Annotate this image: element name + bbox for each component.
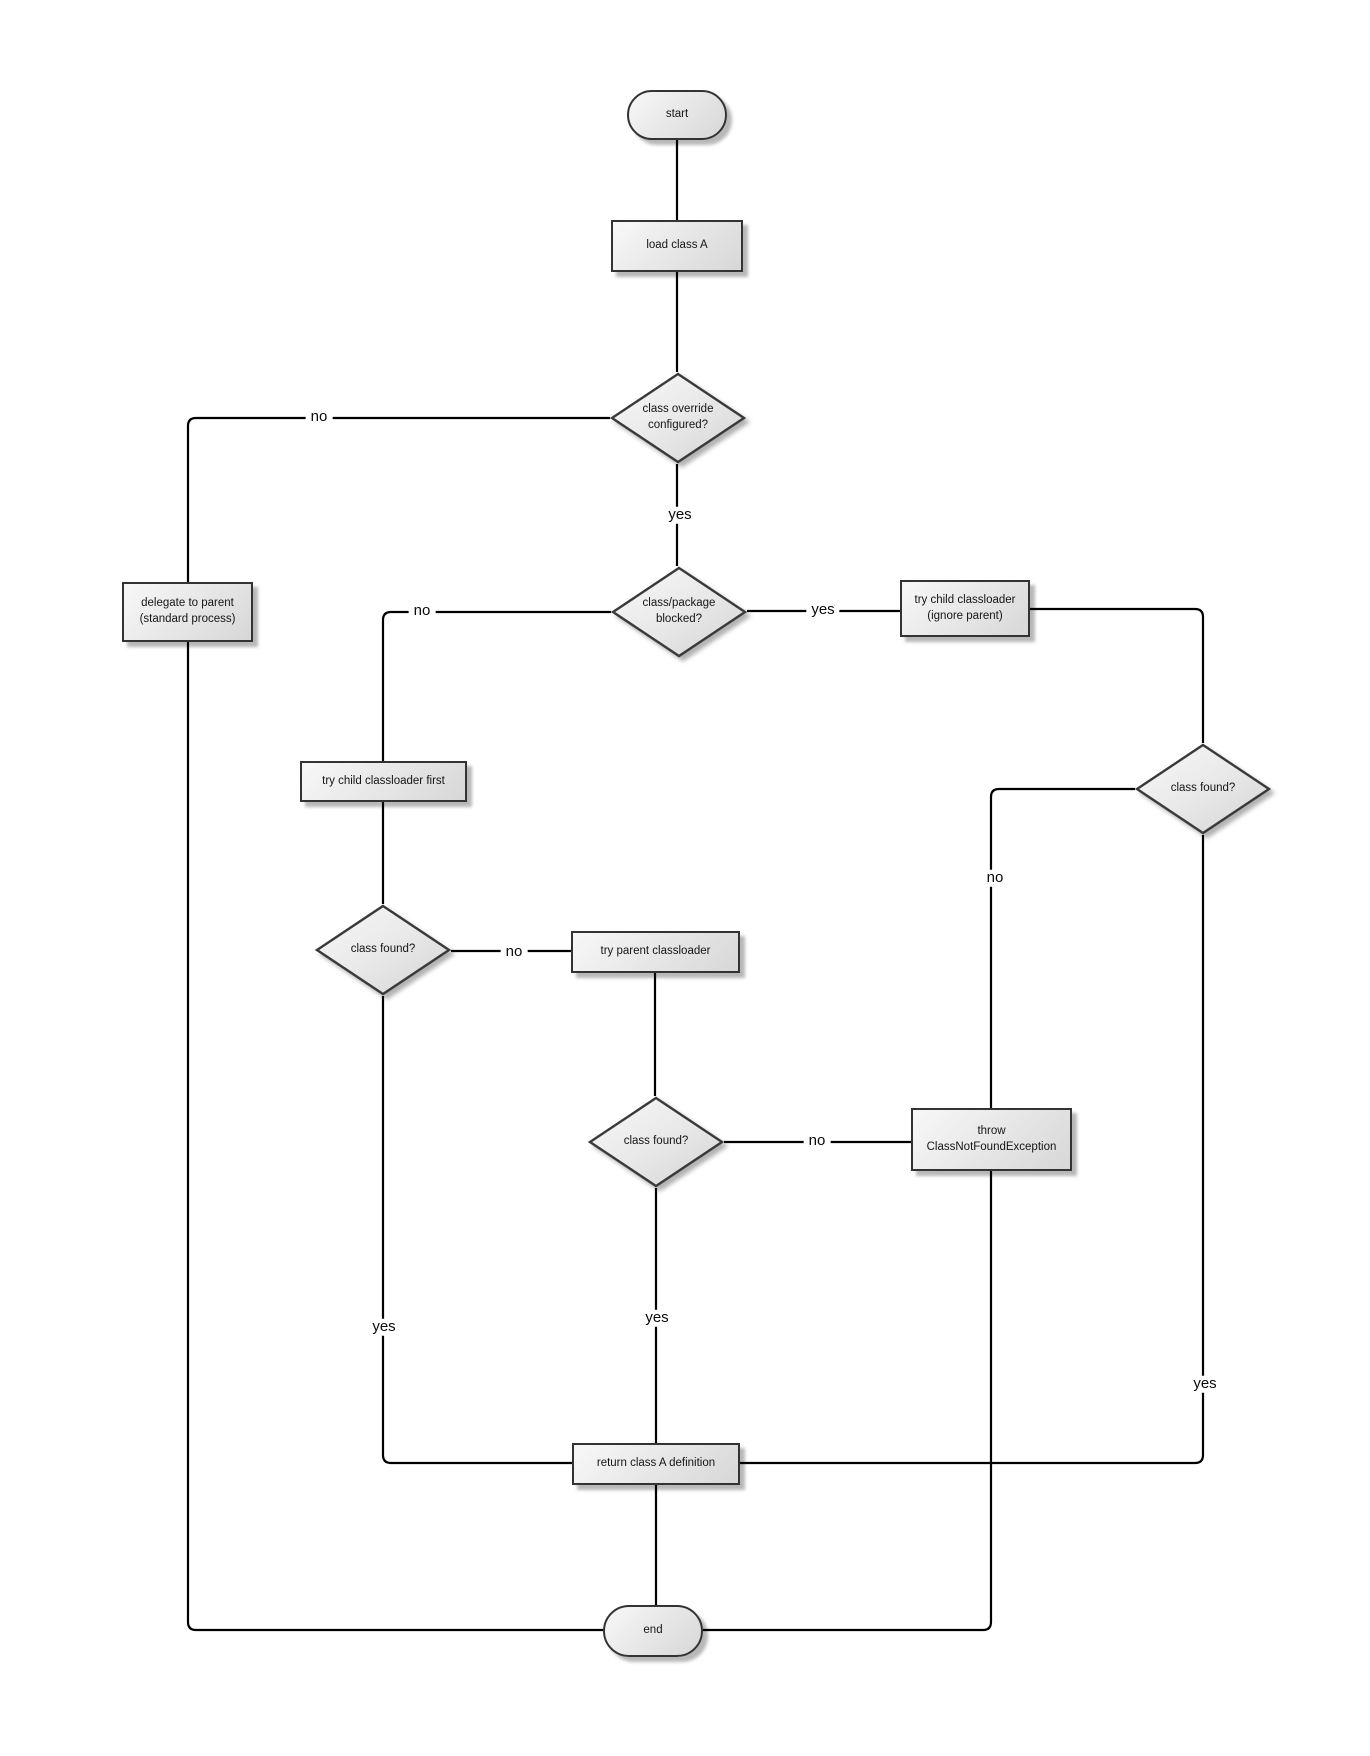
node-try-child-classloader-ignore-parent-label: try child classloader (ignore parent) bbox=[914, 593, 1016, 622]
edge-label-right-found-yes: yes bbox=[1188, 1375, 1222, 1393]
node-class-found-left: class found? bbox=[315, 904, 451, 996]
node-try-child-classloader-ignore-parent: try child classloader (ignore parent) bbox=[900, 580, 1030, 637]
node-delegate-to-parent-label: delegate to parent (standard process) bbox=[139, 597, 236, 625]
edge-label-blocked-yes: yes bbox=[806, 601, 840, 619]
node-class-package-blocked-label: class/package blocked? bbox=[642, 597, 716, 625]
node-class-package-blocked: class/package blocked? bbox=[611, 566, 747, 658]
edge-label-override-no: no bbox=[305, 408, 333, 426]
node-load-class-a-label: load class A bbox=[646, 239, 708, 252]
diamond-shape bbox=[610, 372, 746, 464]
node-end-label: end bbox=[643, 1624, 663, 1637]
node-start-label: start bbox=[665, 108, 689, 121]
node-delegate-to-parent: delegate to parent (standard process) bbox=[122, 582, 253, 642]
edge-label-left-found-no: no bbox=[500, 943, 528, 961]
edge-label-middle-found-no: no bbox=[803, 1132, 831, 1150]
edge-label-right-found-no: no bbox=[981, 869, 1009, 887]
edge-trychildignore-to-rightfound bbox=[1030, 607, 1205, 743]
node-try-parent-classloader-label: try parent classloader bbox=[600, 945, 711, 958]
node-start: start bbox=[627, 90, 727, 140]
edge-label-middle-found-yes: yes bbox=[640, 1309, 674, 1327]
edge-leftfound-yes-to-return bbox=[381, 996, 572, 1465]
node-try-parent-classloader: try parent classloader bbox=[571, 931, 740, 973]
node-try-child-classloader-first-label: try child classloader first bbox=[322, 774, 445, 787]
node-class-found-right-label: class found? bbox=[1170, 782, 1236, 795]
edge-rightfound-yes-to-return bbox=[740, 835, 1205, 1465]
node-class-override-configured: class override configured? bbox=[610, 372, 746, 464]
diamond-shape bbox=[1135, 743, 1271, 835]
node-throw-classnotfoundexception-label: throw ClassNotFoundException bbox=[926, 1124, 1057, 1153]
node-class-found-middle: class found? bbox=[588, 1096, 724, 1188]
node-class-found-middle-label: class found? bbox=[623, 1135, 689, 1148]
edge-override-no-to-delegate bbox=[186, 416, 610, 582]
node-try-child-classloader-first: try child classloader first bbox=[300, 761, 467, 802]
node-class-override-configured-label: class override configured? bbox=[642, 403, 714, 431]
edge-label-left-found-yes: yes bbox=[367, 1318, 401, 1336]
diamond-shape bbox=[315, 904, 451, 996]
diamond-shape bbox=[611, 566, 747, 658]
node-class-found-right: class found? bbox=[1135, 743, 1271, 835]
edge-blocked-no-to-trychildfirst bbox=[381, 610, 611, 761]
diamond-shape bbox=[588, 1096, 724, 1188]
node-throw-classnotfoundexception: throw ClassNotFoundException bbox=[911, 1108, 1072, 1171]
node-return-class-a-definition-label: return class A definition bbox=[596, 1457, 716, 1470]
edge-rightfound-no-to-throw bbox=[989, 787, 1135, 1108]
edge-delegate-to-end bbox=[186, 642, 603, 1632]
edge-label-override-yes: yes bbox=[663, 506, 697, 524]
node-class-found-left-label: class found? bbox=[350, 943, 416, 956]
node-return-class-a-definition: return class A definition bbox=[572, 1443, 740, 1485]
node-end: end bbox=[603, 1605, 703, 1657]
edge-label-blocked-no: no bbox=[408, 602, 436, 620]
edge-throw-to-end bbox=[703, 1171, 993, 1632]
node-load-class-a: load class A bbox=[611, 220, 743, 272]
